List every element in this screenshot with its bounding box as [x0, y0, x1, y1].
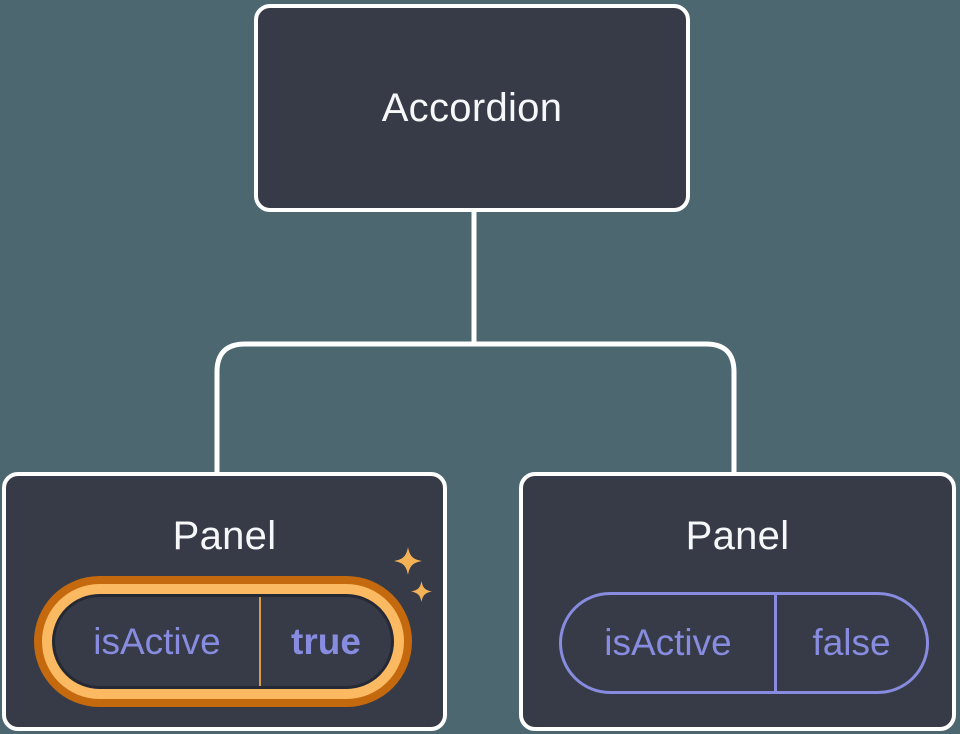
isactive-prop-pill: isActive false	[559, 592, 929, 694]
sparkle-icon-small	[411, 581, 432, 602]
accordion-node-label: Accordion	[381, 85, 563, 130]
sparkles-icon	[394, 547, 432, 602]
panel-node-inactive: Panel isActive false	[519, 472, 956, 731]
panel-node-label: Panel	[685, 514, 790, 558]
sparkle-icon-large	[394, 547, 422, 575]
prop-value: true	[291, 620, 361, 662]
prop-name: isActive	[93, 620, 221, 662]
pill-divider	[774, 595, 777, 691]
highlight-ring-outer: isActive true	[34, 576, 412, 707]
accordion-node: Accordion	[254, 4, 690, 212]
isactive-prop-pill-highlighted: isActive true	[52, 594, 394, 689]
highlight-ring-inner: isActive true	[42, 584, 404, 699]
prop-value: false	[812, 622, 891, 663]
prop-name: isActive	[604, 622, 732, 663]
panel-node-label: Panel	[172, 514, 277, 558]
panel-node-active: Panel isActive true	[2, 472, 447, 731]
pill-divider	[259, 597, 261, 686]
